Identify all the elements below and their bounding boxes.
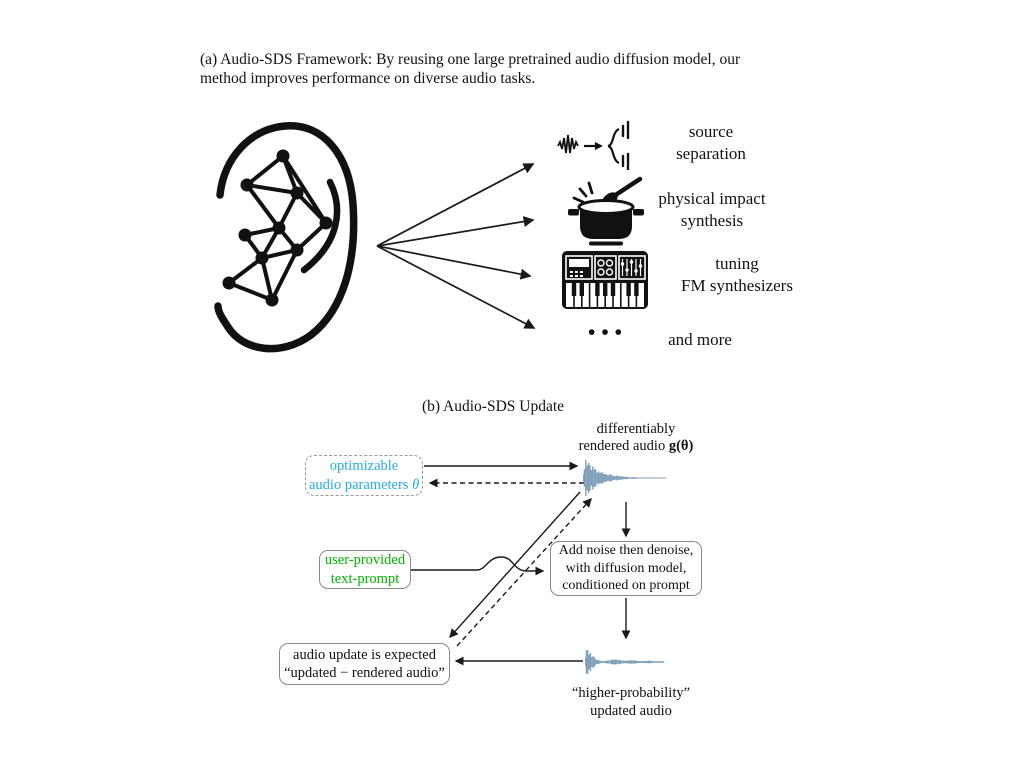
noise-box-line1: Add noise then denoise, (558, 543, 694, 559)
updated-audio-label-line1: “higher-probability” (571, 685, 691, 701)
task-label-physical-impact: physical impact synthesis (658, 189, 766, 231)
task-label-fm-synthesizers: tuning FM synthesizers (681, 254, 793, 296)
rendered-audio-label-line1: differentiably (596, 421, 676, 437)
prompt-box-line1: user-provided (324, 552, 406, 569)
updated-audio-label-line2: updated audio (590, 703, 672, 720)
ear-network-edges (227, 154, 328, 302)
update-diagram-arrows (411, 461, 631, 666)
ellipsis-icon: ••• (587, 320, 629, 344)
audio-update-box: audio update is expected “updated − rend… (279, 643, 450, 685)
g-theta-math: g(θ) (668, 438, 694, 455)
source-separation-icon (557, 120, 630, 170)
param-box-line1: optimizable (329, 458, 399, 475)
physical-impact-pot-icon (568, 176, 644, 246)
theta-symbol: θ (412, 476, 420, 493)
panel-a-caption: (a) Audio-SDS Framework: By reusing one … (200, 51, 741, 88)
ear-network-icon (214, 122, 358, 353)
updated-audio-label: “higher-probability” updated audio (545, 684, 717, 720)
noise-box-line2: with diffusion model, (565, 560, 687, 576)
add-noise-denoise-box: Add noise then denoise, with diffusion m… (550, 541, 702, 596)
rendered-audio-label: differentiably rendered audio g(θ) (556, 421, 716, 456)
task-label-source-separation: source separation (676, 122, 746, 164)
fan-arrows (376, 163, 536, 329)
user-prompt-box: user-provided text-prompt (319, 550, 411, 589)
prompt-box-line2: text-prompt (330, 570, 400, 587)
task-label-and-more: and more (668, 330, 732, 349)
update-box-line2: “updated − rendered audio” (284, 665, 445, 681)
rendered-audio-waveform-icon (583, 460, 667, 496)
noise-box-line3: conditioned on prompt (562, 578, 690, 594)
optimizable-parameters-box: optimizable audio parameters θ (305, 455, 423, 496)
rendered-audio-label-line2: rendered audio g(θ) (578, 438, 694, 455)
panel-b-caption: (b) Audio-SDS Update (421, 398, 565, 415)
fm-synthesizer-icon (562, 251, 648, 309)
update-box-line1: audio update is expected (293, 646, 436, 663)
updated-audio-waveform-icon (585, 650, 665, 674)
param-box-line2: audio parameters θ (309, 476, 420, 493)
ear-network-nodes (222, 149, 333, 307)
